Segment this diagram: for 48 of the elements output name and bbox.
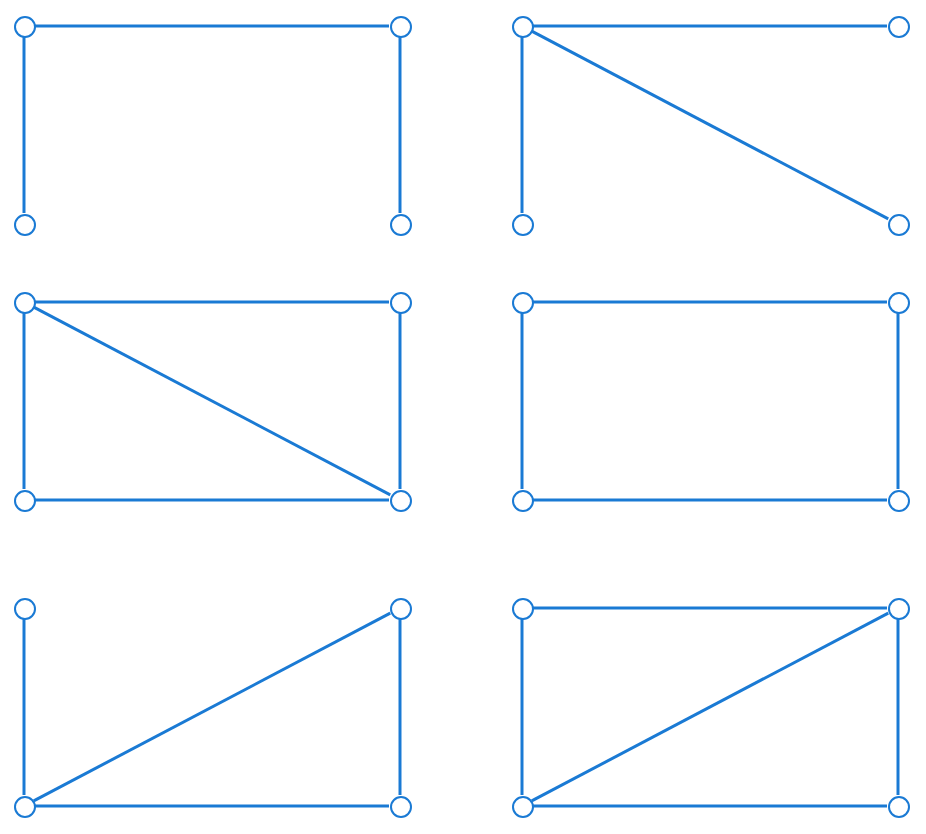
- vertex-circle: [13, 15, 35, 37]
- edge-line: [35, 24, 389, 28]
- edge-line: [896, 313, 900, 489]
- edge-line: [533, 804, 887, 808]
- vertex-circle: [511, 291, 533, 313]
- vertex-circle: [13, 795, 35, 817]
- vertex-circle: [13, 213, 35, 235]
- edge-line: [398, 619, 402, 795]
- vertex-circle: [13, 489, 35, 511]
- vertex-circle: [887, 15, 909, 37]
- vertex-circle: [389, 795, 411, 817]
- vertex-circle: [511, 213, 533, 235]
- edge-line: [520, 313, 524, 489]
- edge-line: [896, 619, 900, 795]
- edge-line: [33, 611, 391, 803]
- edge-line: [35, 300, 389, 304]
- edge-line: [33, 305, 391, 497]
- edge-line: [398, 313, 402, 489]
- vertex-circle: [887, 213, 909, 235]
- edge-line: [398, 37, 402, 213]
- vertex-circle: [887, 597, 909, 619]
- vertex-circle: [887, 291, 909, 313]
- edge-line: [533, 498, 887, 502]
- edge-line: [520, 37, 524, 213]
- edge-line: [533, 300, 887, 304]
- edge-line: [22, 313, 26, 489]
- vertex-circle: [511, 597, 533, 619]
- vertex-circle: [389, 597, 411, 619]
- edge-line: [22, 37, 26, 213]
- vertex-circle: [389, 291, 411, 313]
- vertex-circle: [887, 795, 909, 817]
- edge-line: [22, 619, 26, 795]
- edge-line: [531, 29, 889, 221]
- vertex-circle: [13, 597, 35, 619]
- vertex-circle: [13, 291, 35, 313]
- edge-line: [35, 498, 389, 502]
- vertex-circle: [389, 15, 411, 37]
- vertex-circle: [389, 489, 411, 511]
- vertex-circle: [511, 489, 533, 511]
- edge-line: [533, 606, 887, 610]
- vertex-circle: [887, 489, 909, 511]
- edge-line: [531, 611, 889, 803]
- vertex-circle: [389, 213, 411, 235]
- edge-line: [520, 619, 524, 795]
- edge-line: [35, 804, 389, 808]
- vertex-circle: [511, 15, 533, 37]
- vertex-circle: [511, 795, 533, 817]
- edge-line: [533, 24, 887, 28]
